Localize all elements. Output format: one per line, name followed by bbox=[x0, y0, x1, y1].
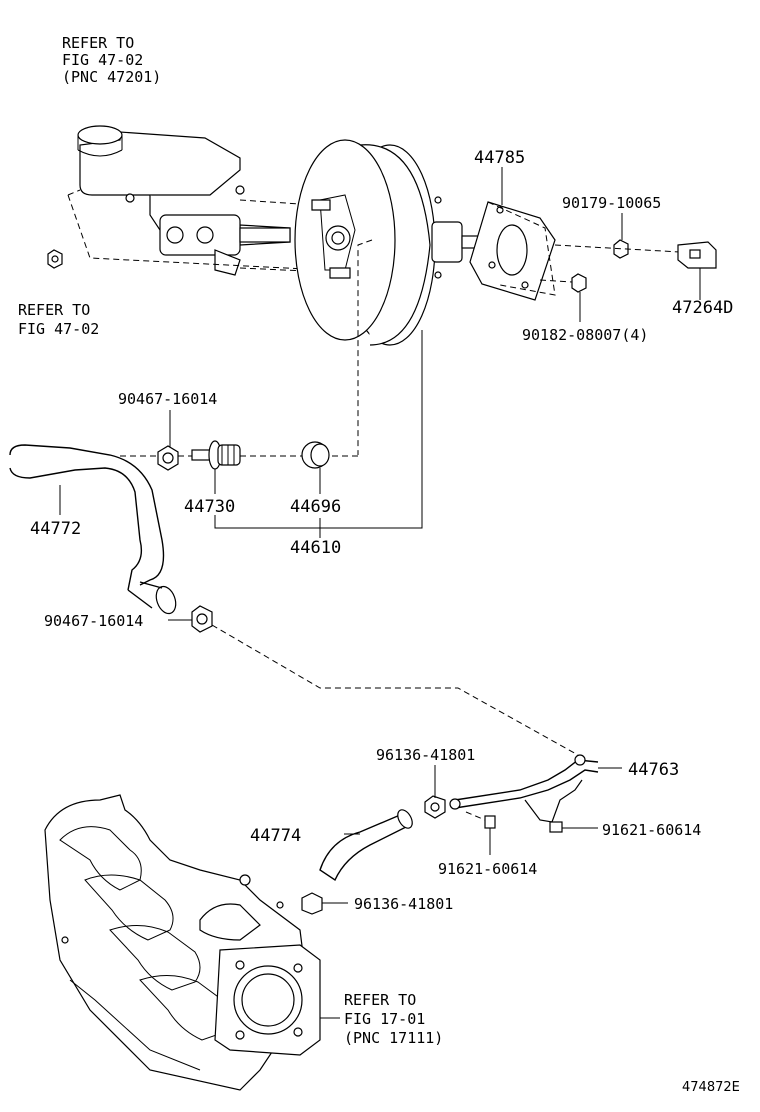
booster-port-leader bbox=[357, 239, 373, 455]
part-label-90182-08007: 90182-08007(4) bbox=[522, 326, 648, 344]
check-valve-drawing bbox=[191, 440, 241, 470]
part-label-44730: 44730 bbox=[184, 497, 235, 517]
master-cylinder-ref-line3: (PNC 47201) bbox=[62, 68, 161, 86]
hose-44774-drawing bbox=[319, 809, 413, 882]
part-label-44610: 44610 bbox=[290, 538, 341, 558]
clevis-drawing bbox=[677, 241, 717, 269]
part-label-96136-41801-bottom: 96136-41801 bbox=[354, 895, 453, 913]
hose-44772-drawing bbox=[9, 444, 177, 615]
brake-booster-drawing bbox=[294, 139, 488, 346]
bolt-bottom-axis bbox=[465, 811, 486, 821]
throttle-ref-line3: (PNC 17111) bbox=[344, 1029, 443, 1047]
part-label-44696: 44696 bbox=[290, 497, 341, 517]
throttle-ref-line1: REFER TO bbox=[344, 991, 416, 1009]
gasket-box bbox=[487, 201, 556, 296]
clamp-90467-top-drawing bbox=[157, 445, 179, 471]
clip-96136-bottom-drawing bbox=[301, 892, 323, 915]
part-label-90179-10065: 90179-10065 bbox=[562, 194, 661, 212]
part-label-44772: 44772 bbox=[30, 519, 81, 539]
nut-ref-line2: FIG 47-02 bbox=[18, 320, 99, 338]
intake-manifold-drawing bbox=[44, 794, 321, 1091]
bolt-91621-right-drawing bbox=[549, 821, 598, 833]
master-cylinder-ref-line2: FIG 47-02 bbox=[62, 51, 143, 69]
master-cylinder-drawing bbox=[77, 125, 291, 276]
clamp-90467-bottom-drawing bbox=[191, 605, 213, 633]
part-label-44785: 44785 bbox=[474, 148, 525, 168]
figure-id: 474872E bbox=[682, 1080, 740, 1095]
gasket-drawing bbox=[469, 201, 556, 301]
part-label-44763: 44763 bbox=[628, 760, 679, 780]
grommet-drawing bbox=[301, 441, 330, 469]
clip-96136-top-drawing bbox=[424, 795, 446, 819]
part-label-96136-41801-top: 96136-41801 bbox=[376, 746, 475, 764]
hose-to-pipe-leader bbox=[211, 624, 579, 756]
part-label-90467-16014-bottom: 90467-16014 bbox=[44, 612, 143, 630]
part-label-91621-60614-bottom: 91621-60614 bbox=[438, 860, 537, 878]
part-label-44774: 44774 bbox=[250, 826, 301, 846]
master-cylinder-ref-line1: REFER TO bbox=[62, 34, 134, 52]
part-label-91621-60614-right: 91621-60614 bbox=[602, 821, 701, 839]
nut-left-drawing bbox=[47, 249, 63, 269]
part-label-47264d: 47264D bbox=[672, 298, 733, 318]
part-label-90467-16014-top: 90467-16014 bbox=[118, 390, 217, 408]
bracket-44610 bbox=[214, 330, 423, 529]
pushrod-leader bbox=[554, 244, 681, 253]
master-cylinder-leader-top bbox=[67, 189, 81, 196]
nut-ref-line1: REFER TO bbox=[18, 301, 90, 319]
nut-90179-drawing bbox=[613, 239, 629, 259]
bolt-91621-bottom-drawing bbox=[484, 815, 496, 855]
nut-90182-drawing bbox=[571, 273, 587, 293]
vacuum-pipe-drawing bbox=[449, 754, 599, 823]
throttle-ref-line2: FIG 17-01 bbox=[344, 1010, 425, 1028]
master-cylinder-leader bbox=[67, 194, 326, 271]
nut-90182-path bbox=[539, 279, 573, 283]
